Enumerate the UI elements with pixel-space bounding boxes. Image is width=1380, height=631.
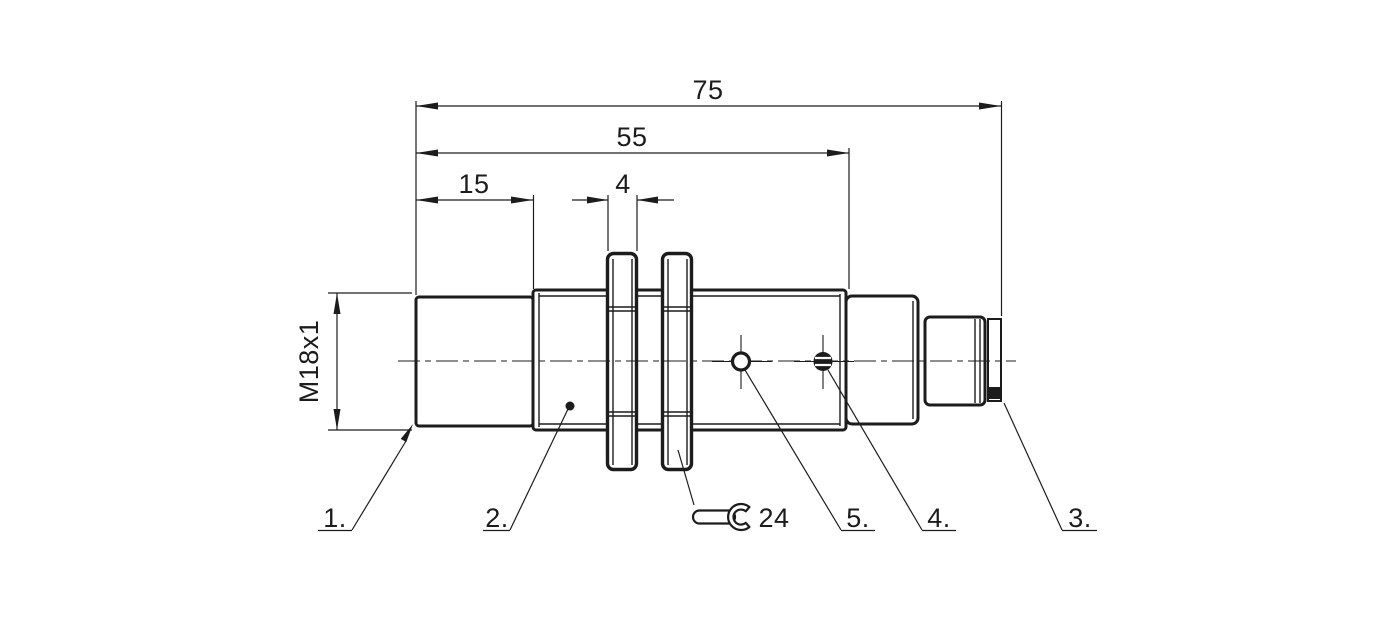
ext-lines-nut xyxy=(607,195,638,251)
ext-lines-m18 xyxy=(328,292,412,431)
callout-1: 1. xyxy=(318,424,413,533)
dim-15-arrow-left xyxy=(416,196,438,204)
callout-1-label: 1. xyxy=(323,503,347,533)
wrench-size-label: 24 xyxy=(758,503,789,533)
dim-m18-label: M18x1 xyxy=(294,320,324,404)
dim-55-arrow-right xyxy=(827,149,849,157)
callout-5-label: 5. xyxy=(846,503,870,533)
indicators xyxy=(730,335,833,389)
callout-3: 3. xyxy=(1003,402,1097,533)
dim-4-arrow-left xyxy=(587,196,608,204)
callout-5-leader xyxy=(744,369,842,531)
callout-1-leader xyxy=(351,440,407,531)
wrench-icon xyxy=(691,502,751,532)
dimension-75: 75 xyxy=(416,75,1001,110)
callout-4: 4. xyxy=(827,369,956,533)
callout-3-label: 3. xyxy=(1068,503,1092,533)
dim-4-label: 4 xyxy=(615,169,631,199)
dim-15-label: 15 xyxy=(458,169,489,199)
hex-nut-2-facets xyxy=(664,259,691,465)
led-indicator xyxy=(813,352,833,371)
callout-3-leader xyxy=(1003,402,1063,531)
callout-4-leader xyxy=(827,369,923,531)
callout-1-arrowhead xyxy=(400,424,413,443)
dim-m18-arrow-top xyxy=(333,293,341,314)
wrench-size-callout: 24 xyxy=(677,449,789,533)
dim-55-arrow-left xyxy=(416,149,438,157)
dim-75-label: 75 xyxy=(692,75,723,105)
extension-lines xyxy=(328,101,1003,431)
indicator-hole xyxy=(730,351,752,372)
dimension-15: 15 xyxy=(416,169,533,204)
dim-55-label: 55 xyxy=(616,122,647,152)
dim-75-arrow-right xyxy=(979,102,1001,110)
callout-2: 2. xyxy=(483,401,575,533)
dim-m18-arrow-bottom xyxy=(333,409,341,430)
dimension-55: 55 xyxy=(416,122,849,157)
dim-75-arrow-left xyxy=(416,102,438,110)
rear-cap xyxy=(844,294,920,426)
hex-nut-1-facets xyxy=(609,259,636,465)
dimension-4: 4 xyxy=(572,169,674,204)
callout-5: 5. xyxy=(744,369,875,533)
wrench-handle xyxy=(691,509,737,525)
callout-4-label: 4. xyxy=(927,503,951,533)
callout-2-label: 2. xyxy=(485,503,509,533)
wrench-jaw xyxy=(727,502,751,532)
callout-2-dot xyxy=(565,401,575,411)
led-indicator-slots xyxy=(815,356,831,367)
wrench-leader xyxy=(677,449,695,506)
dim-4-arrow-right xyxy=(637,196,658,204)
dimension-m18x1: M18x1 xyxy=(294,293,341,430)
dim-15-arrow-right xyxy=(511,196,533,204)
sensor-body xyxy=(414,288,1002,432)
callout-2-leader xyxy=(509,408,569,531)
connector-end-face xyxy=(987,318,1002,402)
connector-keyway-notch xyxy=(989,387,1000,399)
